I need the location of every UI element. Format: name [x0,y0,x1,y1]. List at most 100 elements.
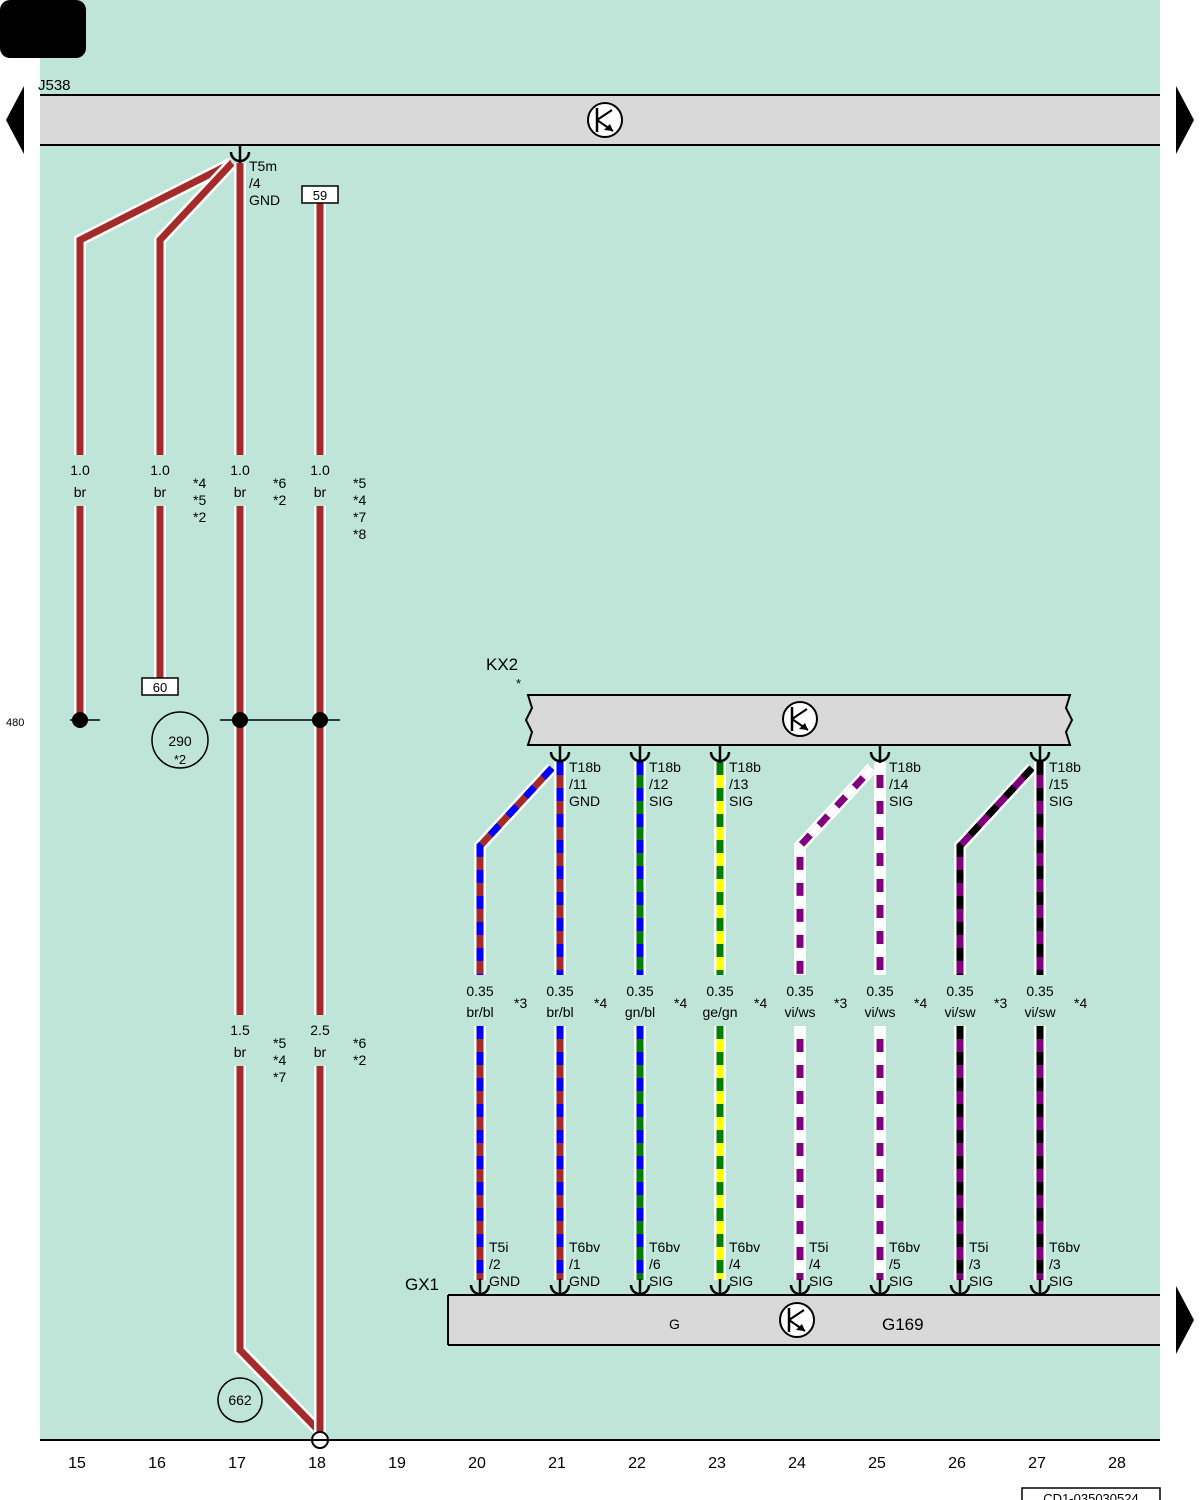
wire-color-label: vi/sw [1024,1004,1056,1020]
wire-size-label: 2.5 [310,1022,330,1038]
wire-col-16-upper[interactable] [154,158,237,455]
connector-pin-icon[interactable] [1029,1279,1051,1296]
column-number-label: 25 [868,1455,886,1472]
box-59[interactable] [301,185,339,204]
bottom-pin-label: /2 [489,1256,501,1272]
gx1-label: GX1 [405,1275,439,1294]
next-page-arrow-lower-icon[interactable] [1176,1286,1194,1354]
wire-size-label: 0.35 [866,983,893,999]
t5m-signal-label: GND [249,192,280,208]
column-number-label: 26 [948,1455,966,1472]
wire-note-label: *3 [834,995,847,1011]
bottom-signal-label: SIG [889,1273,913,1289]
bottom-pin-label: /5 [889,1256,901,1272]
connector-pin-icon[interactable] [709,746,731,763]
t5m-connector-label: T5m [249,158,277,174]
wire-color-label: br [234,1044,247,1060]
wire-col-26-upper[interactable] [954,763,1037,975]
top-signal-label: SIG [889,793,913,809]
bottom-pin-label: /3 [1049,1256,1061,1272]
connector-pin-icon[interactable] [549,1279,571,1296]
wire-col-24-upper[interactable] [794,763,877,975]
wire-size-label: 1.0 [70,462,90,478]
doc-code-box [1021,1487,1161,1500]
column-number-label: 20 [468,1455,486,1472]
bottom-signal-label: SIG [809,1273,833,1289]
wire-note-label: *4 [353,492,366,508]
column-number-label: 24 [788,1455,806,1472]
connector-pin-icon[interactable] [629,1279,651,1296]
wire-color-label: br [74,484,87,500]
connector-pin-icon[interactable] [869,1279,891,1296]
bottom-connector-label: T5i [809,1239,828,1255]
wire-color-label: br [314,1044,327,1060]
top-pin-label: /11 [569,776,588,792]
circle-290-label: 290 [168,733,192,749]
connector-pin-icon[interactable] [949,1279,971,1296]
g-label: G [669,1316,680,1332]
column-number-label: 22 [628,1455,646,1472]
column-number-label: 21 [548,1455,566,1472]
kx2-control-unit-icon [782,701,818,737]
g169-label: G169 [882,1315,924,1334]
top-signal-label: SIG [729,793,753,809]
top-connector-label: T18b [649,759,681,775]
top-pin-label: /12 [649,776,669,792]
wire-size-label: 1.0 [230,462,250,478]
wire-col-17-lower[interactable] [234,1066,325,1437]
bottom-signal-label: SIG [969,1273,993,1289]
wire-color-label: br [154,484,167,500]
wire-color-label: vi/sw [944,1004,976,1020]
top-signal-label: SIG [1049,793,1073,809]
wire-size-label: 0.35 [946,983,973,999]
wire-note-label: *3 [514,995,527,1011]
box-59-label: 59 [313,188,327,203]
top-signal-label: GND [569,793,600,809]
connector-pin-icon[interactable] [549,746,571,763]
connector-pin-icon[interactable] [709,1279,731,1296]
connector-pin-icon[interactable] [469,1279,491,1296]
wire-col-20-upper[interactable] [474,763,557,975]
bottom-pin-label: /4 [729,1256,741,1272]
t5m-pin-label: /4 [249,175,261,191]
wire-note-label: *2 [193,509,206,525]
circle-290[interactable] [151,711,209,769]
connector-pin-icon[interactable] [869,746,891,763]
bottom-connector-label: T6bv [889,1239,920,1255]
wire-note-label: *8 [353,526,366,542]
wire-size-label: 0.35 [706,983,733,999]
next-page-arrow-icon[interactable] [1176,86,1194,154]
connector-pin-icon[interactable] [1029,746,1051,763]
page-tab [0,0,86,58]
wire-size-label: 0.35 [1026,983,1053,999]
top-pin-label: /15 [1049,776,1069,792]
wire-color-label: vi/ws [864,1004,895,1020]
label-layer: 1.0br1.0br*4*5*21.0br*6*21.0br*5*4*7*81.… [70,462,1087,1296]
box-60[interactable] [141,677,179,696]
bottom-connector-label: T6bv [569,1239,600,1255]
junction-dot [72,712,88,728]
wire-note-label: *4 [914,995,927,1011]
t5m-connector-icon[interactable] [229,146,251,163]
wire-size-label: 1.0 [310,462,330,478]
wire-col-15-upper[interactable] [74,157,235,455]
bottom-connector-label: T6bv [729,1239,760,1255]
wire-note-label: *5 [273,1035,286,1051]
previous-page-arrow-icon[interactable] [6,86,24,154]
wire-note-label: *6 [273,475,286,491]
wire-note-label: *5 [353,475,366,491]
wire-color-label: br/bl [466,1004,493,1020]
bottom-connector-label: T6bv [1049,1239,1080,1255]
bottom-pin-label: /4 [809,1256,821,1272]
top-signal-label: SIG [649,793,673,809]
connector-pin-icon[interactable] [789,1279,811,1296]
wire-size-label: 0.35 [466,983,493,999]
circle-662[interactable] [217,1377,263,1423]
bottom-signal-label: GND [489,1273,520,1289]
top-connector-label: T18b [1049,759,1081,775]
bottom-connector-label: T6bv [649,1239,680,1255]
bottom-signal-label: GND [569,1273,600,1289]
bottom-pin-label: /3 [969,1256,981,1272]
connector-pin-icon[interactable] [629,746,651,763]
